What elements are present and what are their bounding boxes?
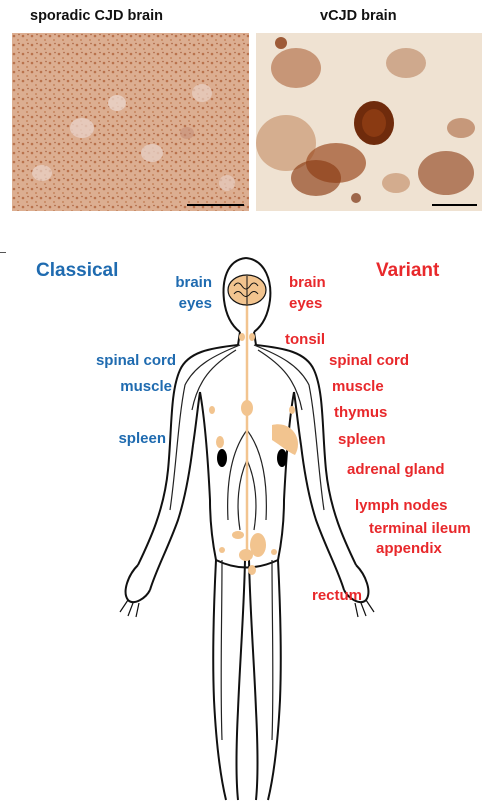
variant-label-brain: brain (289, 274, 326, 292)
variant-label-spinal-cord: spinal cord (329, 352, 409, 370)
variant-label-rectum: rectum (312, 587, 362, 605)
variant-label-eyes: eyes (289, 295, 322, 313)
classical-label-spinal-cord: spinal cord (60, 352, 176, 370)
variant-label-spleen: spleen (338, 431, 386, 449)
variant-heading: Variant (376, 260, 439, 282)
classical-heading: Classical (36, 260, 118, 282)
variant-label-adrenal-gland: adrenal gland (347, 461, 445, 479)
variant-label-lymph-nodes: lymph nodes (355, 497, 448, 515)
classical-label-eyes: eyes (150, 295, 212, 313)
variant-label-terminal-ileum: terminal ileum (369, 520, 484, 538)
classical-label-muscle: muscle (90, 378, 172, 396)
variant-label-thymus: thymus (334, 404, 387, 422)
classical-label-brain: brain (150, 274, 212, 292)
variant-label-tonsil: tonsil (285, 331, 325, 349)
variant-label-appendix: appendix (376, 540, 442, 558)
classical-label-spleen: spleen (96, 430, 166, 448)
variant-label-muscle: muscle (332, 378, 384, 396)
